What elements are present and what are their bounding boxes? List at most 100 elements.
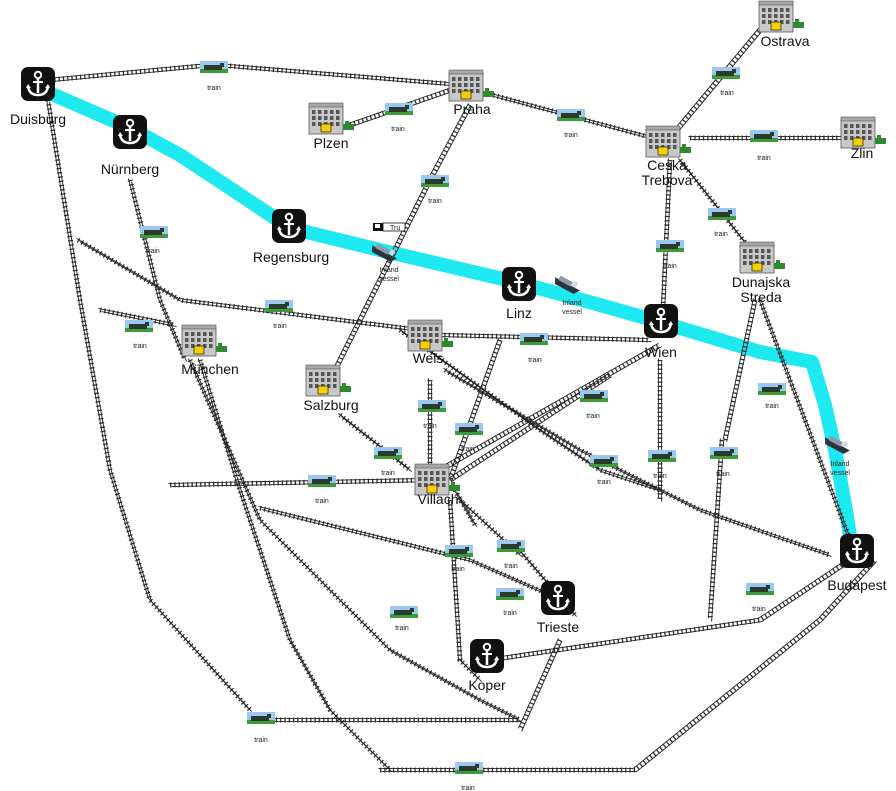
- train-label: train: [391, 126, 405, 133]
- train-icon: [520, 333, 548, 345]
- truck-icon: Tru: [373, 222, 406, 232]
- inland-vessel-icon: [372, 243, 397, 262]
- train-label: train: [146, 248, 160, 255]
- anchor-icon: [502, 267, 536, 301]
- train-label: train: [720, 90, 734, 97]
- station-label: Streda: [740, 289, 781, 305]
- train-icon: [200, 61, 228, 73]
- rail-track: [398, 327, 662, 493]
- rail-track: [168, 477, 432, 488]
- station-icon: [414, 463, 460, 496]
- train-label: train: [428, 198, 442, 205]
- station-icon: [407, 319, 453, 352]
- train-label: train: [663, 263, 677, 270]
- train-label: train: [564, 132, 578, 139]
- station-label: Praha: [453, 101, 491, 117]
- port-label-regensburg: Regensburg: [253, 249, 329, 265]
- port-label-duisburg: Duisburg: [10, 111, 66, 127]
- anchor-icon: [644, 304, 678, 338]
- rail-track: [668, 28, 762, 140]
- train-icon: [750, 130, 778, 142]
- inland-vessel-icon: [825, 435, 850, 454]
- station-icon: [448, 69, 494, 102]
- station-label: Salzburg: [303, 397, 358, 413]
- port-label-koper: Koper: [468, 677, 506, 693]
- station-label: Zlin: [851, 145, 874, 161]
- rail-track: [76, 237, 422, 333]
- vessel-label: Inland: [379, 267, 398, 274]
- station-icon: [645, 125, 691, 158]
- station-icon: [758, 0, 804, 33]
- rail-track: [517, 638, 563, 732]
- train-label: train: [207, 85, 221, 92]
- train-label: train: [254, 737, 268, 744]
- vessel-label: vessel: [830, 470, 850, 477]
- rail-track: [757, 298, 853, 542]
- train-label: train: [653, 473, 667, 480]
- station-label: München: [181, 361, 239, 377]
- rail-track: [427, 378, 433, 472]
- station-label: Trebova: [642, 172, 693, 188]
- train-icon: [390, 606, 418, 618]
- train-label: train: [503, 610, 517, 617]
- anchor-icon: [21, 67, 55, 101]
- train-label: train: [315, 498, 329, 505]
- train-icon: [140, 226, 168, 238]
- train-label: train: [714, 231, 728, 238]
- node-layer: [21, 0, 886, 673]
- train-icon: [656, 240, 684, 252]
- rail-track: [98, 307, 177, 328]
- rail-track: [657, 358, 663, 502]
- station-icon: [181, 324, 227, 357]
- train-icon: [125, 320, 153, 332]
- train-label: train: [451, 566, 465, 573]
- train-label: train: [716, 471, 730, 478]
- vessel-label: Inland: [830, 461, 849, 468]
- anchor-icon: [113, 115, 147, 149]
- inland-vessel-icon: [555, 275, 580, 294]
- station-icon: [308, 102, 354, 135]
- anchor-icon: [840, 534, 874, 568]
- train-label: train: [757, 155, 771, 162]
- rail-track: [438, 342, 662, 473]
- rail-track: [488, 557, 852, 663]
- station-label: Ceska: [647, 157, 687, 173]
- train-label: train: [395, 625, 409, 632]
- train-label: train: [504, 563, 518, 570]
- train-icon: [648, 450, 676, 462]
- train-icon: [496, 588, 524, 600]
- train-icon: [385, 103, 413, 115]
- rail-track: [443, 367, 832, 558]
- anchor-icon: [541, 581, 575, 615]
- truck-label: Tru: [390, 225, 400, 232]
- train-label: train: [381, 470, 395, 477]
- train-icon: [710, 447, 738, 459]
- rail-track: [722, 298, 758, 442]
- rail-track: [248, 717, 522, 723]
- station-label: Plzen: [313, 135, 348, 151]
- station-label: Villach: [418, 491, 459, 507]
- train-label: train: [752, 606, 766, 613]
- station-icon: [840, 116, 886, 149]
- train-icon: [265, 300, 293, 312]
- train-icon: [308, 475, 336, 487]
- vehicle-layer: train train train train train train train train…: [125, 61, 850, 791]
- train-icon: [374, 447, 402, 459]
- train-icon: [445, 545, 473, 557]
- train-icon: [421, 175, 449, 187]
- port-label-wien: Wien: [645, 344, 677, 360]
- station-label: Wels: [413, 350, 444, 366]
- station-icon: [305, 364, 351, 397]
- train-icon: [580, 390, 608, 402]
- station-icon: [739, 241, 785, 274]
- train-label: train: [597, 479, 611, 486]
- train-icon: [708, 208, 736, 220]
- rail-track: [707, 438, 725, 622]
- rail-track: [48, 63, 452, 87]
- port-label-nürnberg: Nürnberg: [101, 161, 159, 177]
- train-icon: [418, 400, 446, 412]
- train-icon: [247, 712, 275, 724]
- train-icon: [497, 540, 525, 552]
- port-label-budapest: Budapest: [827, 577, 886, 593]
- rail-track: [378, 558, 877, 773]
